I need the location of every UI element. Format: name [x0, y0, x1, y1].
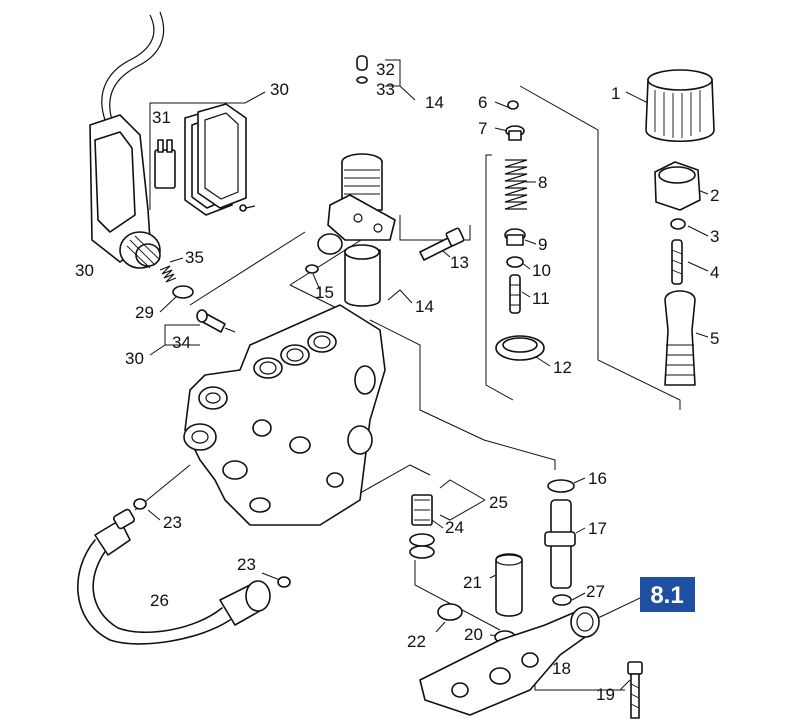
oring-23-lower-part: [277, 576, 291, 588]
valve-stem-5-part: [664, 290, 696, 386]
oring-29-part: [172, 285, 194, 299]
oring-10-part: [506, 256, 524, 268]
callout-33: 33: [376, 80, 395, 99]
solenoid-coil-part: [89, 11, 165, 269]
piston-9-part: [504, 228, 526, 246]
ring-12-part: [495, 335, 545, 361]
outlet-fitting-18-part: [419, 606, 600, 716]
knob-1-part: [645, 69, 715, 143]
screw-19-part: [627, 661, 643, 719]
oring-27-part: [552, 594, 572, 606]
callout-27: 27: [586, 582, 605, 601]
callout-20: 20: [464, 625, 483, 644]
valve-housing-part: [317, 153, 396, 307]
ring-24-part: [409, 545, 435, 559]
callout-29: 29: [135, 303, 154, 322]
callout-10: 10: [532, 261, 551, 280]
callout-21: 21: [463, 573, 482, 592]
callout-23-lower: 23: [237, 555, 256, 574]
callout-labels: 1 2 3 4 5 6 7 8 9 10 11 12 13 14 14 15 1…: [75, 60, 719, 704]
callout-1: 1: [611, 84, 620, 103]
seat-7-part: [505, 125, 525, 141]
washer-3-part: [670, 218, 686, 230]
callout-6: 6: [478, 93, 487, 112]
sleeve-21-part: [495, 553, 523, 617]
oring-22-part: [437, 603, 463, 621]
high-pressure-hose-part: [77, 508, 271, 645]
callout-8: 8: [538, 173, 547, 192]
spring-8-part: [504, 159, 528, 210]
callout-26: 26: [150, 591, 169, 610]
section-badge: 8.1: [640, 577, 695, 612]
callout-14-bottom: 14: [415, 297, 434, 316]
callout-17: 17: [588, 519, 607, 538]
callout-7: 7: [478, 119, 487, 138]
oring-24-part: [409, 533, 435, 547]
callout-23-upper: 23: [163, 513, 182, 532]
valve-pin-11-part: [509, 274, 521, 314]
callout-2: 2: [710, 186, 719, 205]
callout-13: 13: [450, 253, 469, 272]
valve-insert-25-part: [411, 494, 433, 526]
callout-11: 11: [532, 289, 550, 308]
callout-30-left: 30: [75, 261, 94, 280]
callout-18: 18: [552, 659, 571, 678]
callout-30-top: 30: [270, 80, 289, 99]
callout-22: 22: [407, 632, 426, 651]
pin-34-part: [196, 309, 236, 333]
piston-17-part: [544, 499, 576, 589]
oring-16-part: [547, 479, 575, 493]
callout-16: 16: [588, 469, 607, 488]
coil-terminal-part: [154, 139, 176, 189]
screw-13-part: [419, 227, 465, 261]
callout-9: 9: [538, 235, 547, 254]
section-badge-box: [640, 577, 695, 612]
callout-12: 12: [553, 358, 572, 377]
seal-frame-part: [184, 103, 256, 216]
callout-25: 25: [489, 493, 508, 512]
pump-head-block-part: [183, 304, 386, 526]
oring-33-part: [356, 76, 368, 84]
callout-4: 4: [710, 263, 719, 282]
callout-14-top: 14: [425, 93, 444, 112]
callout-34: 34: [172, 333, 191, 352]
pin-4-part: [671, 239, 683, 285]
callout-3: 3: [710, 227, 719, 246]
callout-30-bottom: 30: [125, 349, 144, 368]
section-badge-label: 8.1: [650, 582, 683, 609]
ball-6-part: [507, 100, 519, 110]
oring-23-upper-part: [133, 498, 147, 510]
callout-24: 24: [445, 518, 464, 537]
callout-15: 15: [315, 283, 334, 302]
nut-2-part: [654, 161, 701, 211]
callout-35: 35: [185, 248, 204, 267]
oring-15-part: [305, 264, 319, 274]
plug-32-part: [356, 55, 368, 71]
callout-5: 5: [710, 329, 719, 348]
callout-31: 31: [152, 108, 171, 127]
callout-32: 32: [376, 60, 395, 79]
callout-19: 19: [596, 685, 615, 704]
spring-35-part: [159, 265, 177, 283]
